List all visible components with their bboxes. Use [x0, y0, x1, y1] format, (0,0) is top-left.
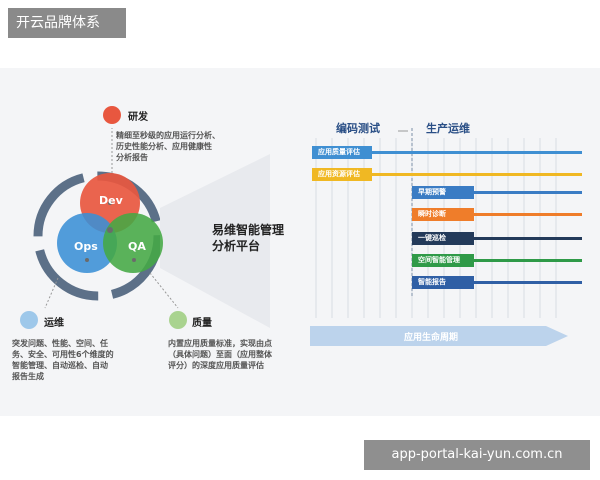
lane-label: 应用质量评估 — [312, 146, 372, 159]
lane-label: 一键巡检 — [412, 232, 474, 245]
lane-bar — [312, 173, 582, 176]
lane-label: 应用资源评估 — [312, 168, 372, 181]
beam-shape — [160, 154, 270, 328]
zhiliang-desc: 内置应用质量标准，实现由点 （具体问题）至面（应用整体 评分）的深度应用质量评估 — [168, 339, 272, 370]
timeline-grid — [310, 128, 568, 346]
ops-label: Ops — [74, 240, 98, 253]
watermark-text: app-portal-kai-yun.com.cn — [364, 440, 590, 470]
lane-bar — [412, 213, 582, 216]
lane-bar — [412, 237, 582, 240]
lane-label: 早期预警 — [412, 186, 474, 199]
yunwei-desc: 突发问题、性能、空间、任 务、安全、可用性6个维度的 智能管理、自动巡检、自动 … — [12, 339, 114, 381]
lane-bar — [412, 281, 582, 284]
lane-label: 瞬时诊断 — [412, 208, 474, 221]
lane-bar — [412, 191, 582, 194]
lane-bar — [312, 151, 582, 154]
lane-bar — [412, 259, 582, 262]
zhiliang-title: 质量 — [192, 318, 212, 329]
platform-title: 易维智能管理 分析平台 — [212, 223, 285, 253]
qa-label: QA — [128, 240, 146, 253]
yanfa-dot — [103, 106, 121, 124]
phase-production-ops: 生产运维 — [426, 122, 470, 135]
dev-label: Dev — [99, 194, 123, 207]
yunwei-dot — [20, 311, 38, 329]
lane-label: 空间智能管理 — [412, 254, 474, 267]
yunwei-title: 运维 — [44, 318, 64, 329]
lifecycle-label: 应用生命周期 — [404, 333, 459, 343]
ops-circle — [57, 213, 117, 273]
phase-coding-test: 编码测试 — [336, 122, 380, 135]
yanfa-title: 研发 — [128, 112, 148, 123]
lane-label: 智能报告 — [412, 276, 474, 289]
lifecycle-arrow — [310, 326, 568, 346]
qa-circle — [103, 213, 163, 273]
brand-label: 开云品牌体系 — [8, 8, 126, 38]
zhiliang-dot — [169, 311, 187, 329]
yanfa-desc: 精细至秒级的应用运行分析、 历史性能分析、应用健康性 分析报告 — [116, 131, 220, 162]
diagram-panel: Dev Ops QA 研发 精细至秒级的应用运行分析、 历史性能分析、应用健康性… — [0, 68, 600, 416]
venn-diagram — [20, 106, 270, 329]
